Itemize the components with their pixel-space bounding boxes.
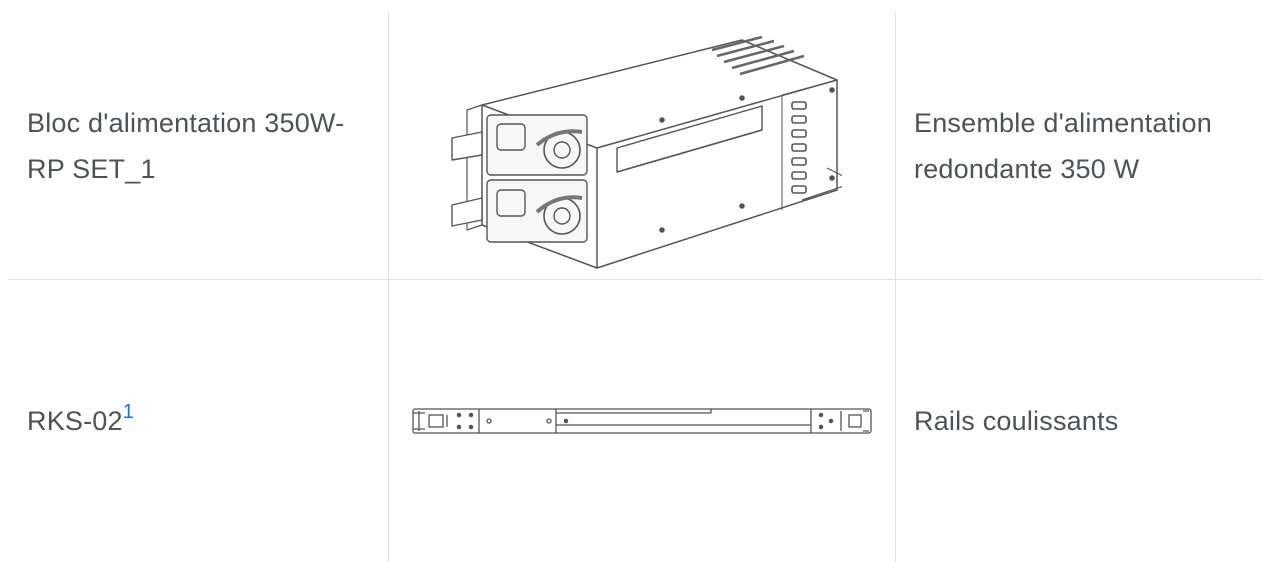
- model-name: RKS-02: [27, 406, 123, 436]
- description-cell: Rails coulissants: [914, 280, 1254, 562]
- image-cell: [389, 280, 895, 562]
- description-cell: Ensemble d'alimentation redondante 350 W: [914, 12, 1254, 279]
- image-cell: [389, 12, 895, 279]
- footnote-link[interactable]: 1: [122, 401, 135, 423]
- sliding-rail-image: [412, 408, 872, 434]
- column-divider: [388, 12, 389, 562]
- model-name-wrapper: RKS-021: [27, 398, 134, 444]
- description-text: Ensemble d'alimentation redondante 350 W: [914, 107, 1212, 184]
- accessories-table: Bloc d'alimentation 350W-RP SET_1: [8, 12, 1263, 562]
- model-name: Bloc d'alimentation 350W-RP SET_1: [27, 107, 345, 184]
- table-row: Bloc d'alimentation 350W-RP SET_1: [8, 12, 1263, 279]
- row-divider: [8, 279, 1263, 280]
- power-supply-unit-image: [451, 35, 842, 269]
- table-row: RKS-021: [8, 280, 1263, 562]
- description-text: Rails coulissants: [914, 406, 1119, 436]
- model-cell: Bloc d'alimentation 350W-RP SET_1: [27, 12, 379, 279]
- column-divider: [895, 12, 896, 562]
- model-cell: RKS-021: [27, 280, 379, 562]
